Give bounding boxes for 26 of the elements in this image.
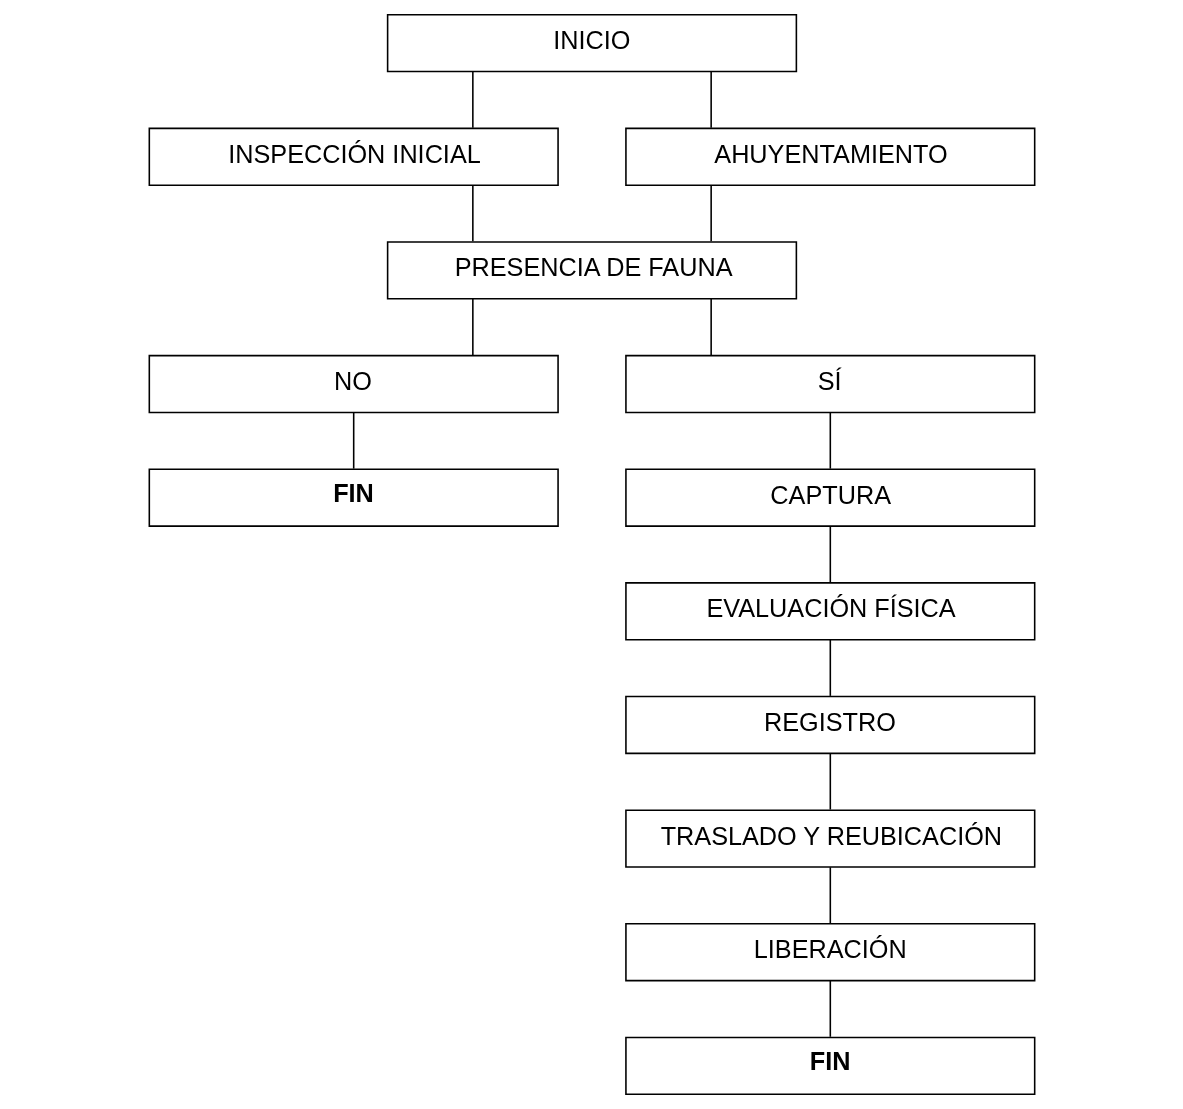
node-box: PRESENCIA DE FAUNA <box>386 241 797 300</box>
node-box: INICIO <box>386 13 797 73</box>
connector <box>709 298 712 356</box>
connector <box>829 525 831 584</box>
node-box: NO <box>148 354 559 414</box>
node-box: SÍ <box>624 354 1035 414</box>
connector <box>829 639 831 697</box>
node-box: INSPECCIÓN INICIAL <box>148 127 559 186</box>
node-box: AHUYENTAMIENTO <box>624 127 1035 186</box>
connector <box>829 752 831 811</box>
node-box: FIN <box>148 468 559 527</box>
connector <box>709 71 712 129</box>
connector <box>352 411 354 470</box>
connector <box>829 411 831 470</box>
connector <box>471 298 474 356</box>
node-box: EVALUACIÓN FÍSICA <box>624 582 1035 641</box>
connector <box>471 184 474 243</box>
node-box: TRASLADO Y REUBICACIÓN <box>624 809 1035 868</box>
connector <box>829 866 831 924</box>
node-box: CAPTURA <box>624 468 1035 527</box>
node-box: LIBERACIÓN <box>624 923 1035 982</box>
node-box: FIN <box>624 1036 1035 1096</box>
connector <box>709 184 712 243</box>
node-box: REGISTRO <box>624 695 1035 755</box>
connector <box>829 980 831 1038</box>
connector <box>471 71 474 129</box>
